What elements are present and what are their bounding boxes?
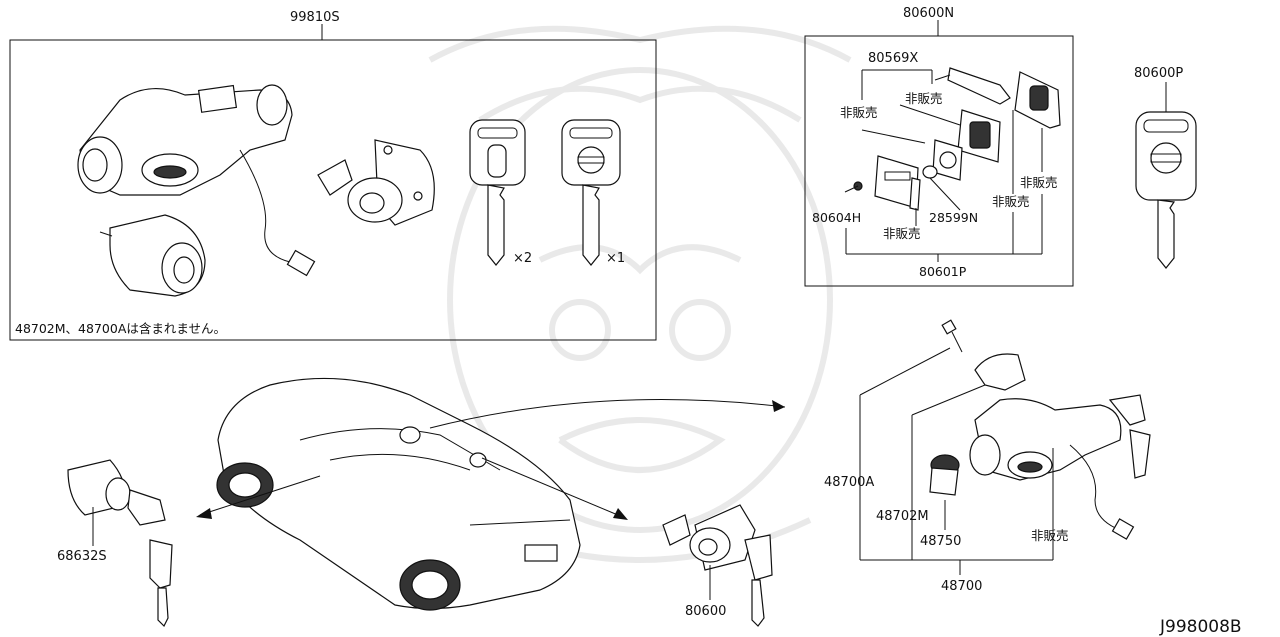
label-not-for-sale-4: 非販売 bbox=[992, 194, 1030, 209]
label-68632s: 68632S bbox=[57, 549, 107, 564]
label-80600p: 80600P bbox=[1134, 66, 1183, 81]
label-28599n: 28599N bbox=[929, 210, 978, 225]
ignition-switch-body bbox=[969, 394, 1151, 540]
ignition-bolt bbox=[941, 319, 963, 353]
label-48700: 48700 bbox=[941, 579, 982, 594]
key-blank-nissan bbox=[561, 119, 621, 266]
set-label-99810s: 99810S bbox=[290, 10, 340, 25]
set-box-80600n bbox=[804, 35, 1074, 287]
set-note: 48702M、48700Aは含まれません。 bbox=[15, 321, 226, 336]
steering-lock-clamp bbox=[974, 353, 1026, 391]
label-not-for-sale-3: 非販売 bbox=[883, 226, 921, 241]
trunk-lock bbox=[317, 139, 435, 226]
set-box-99810s bbox=[9, 39, 657, 341]
diagram-code: J998008B bbox=[1159, 617, 1242, 637]
label-not-for-sale-1: 非販売 bbox=[840, 105, 878, 120]
fob-shell-upper bbox=[1014, 71, 1061, 129]
label-80604h: 80604H bbox=[812, 210, 861, 225]
steering-lock-assembly bbox=[77, 84, 316, 277]
key-count-x2: ×2 bbox=[513, 251, 532, 266]
fob-key-blade bbox=[947, 67, 1011, 105]
fob-circuit bbox=[957, 109, 1001, 163]
label-not-for-sale-5: 非販売 bbox=[1020, 175, 1058, 190]
vehicle-illustration bbox=[216, 377, 581, 611]
arrow-to-ignition bbox=[429, 399, 786, 429]
fob-shell-lower bbox=[874, 155, 921, 211]
label-not-for-sale-2: 非販売 bbox=[905, 91, 943, 106]
label-80569x: 80569X bbox=[868, 51, 918, 66]
label-48750: 48750 bbox=[920, 534, 961, 549]
label-80600: 80600 bbox=[685, 604, 726, 619]
key-blank-remote bbox=[469, 119, 526, 266]
fob-battery bbox=[922, 139, 963, 181]
key-80600p bbox=[1135, 111, 1197, 269]
label-48702m: 48702M bbox=[876, 509, 929, 524]
ignition-cylinder-48750 bbox=[929, 454, 960, 496]
fob-screw bbox=[844, 181, 863, 193]
set-label-80600n: 80600N bbox=[903, 6, 954, 21]
trunk-lock-80600 bbox=[662, 504, 773, 627]
arrow-to-door-cylinder bbox=[196, 475, 321, 519]
label-48700a: 48700A bbox=[824, 475, 874, 490]
label-80601p: 80601P bbox=[919, 264, 967, 279]
door-cylinder bbox=[99, 214, 206, 297]
door-cylinder-68632s bbox=[67, 459, 173, 628]
label-not-for-sale-6: 非販売 bbox=[1031, 528, 1069, 543]
arrow-to-trunk-lock bbox=[481, 457, 628, 520]
key-count-x1: ×1 bbox=[606, 251, 625, 266]
